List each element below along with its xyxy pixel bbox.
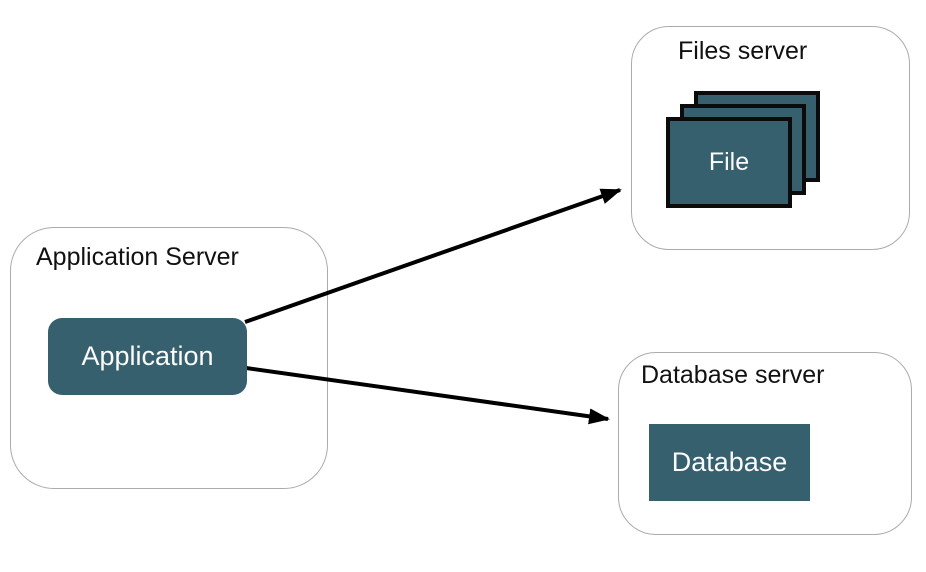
- application-node-label: Application: [81, 341, 214, 371]
- application-server-title: Application Server: [36, 243, 239, 271]
- database-node-label: Database: [671, 447, 788, 477]
- application-node: Application: [48, 318, 247, 395]
- files-server-title: Files server: [678, 37, 808, 65]
- file-node: File: [666, 117, 792, 208]
- file-node-label: File: [708, 148, 750, 176]
- database-server-title: Database server: [641, 361, 825, 389]
- database-node: Database: [649, 424, 810, 501]
